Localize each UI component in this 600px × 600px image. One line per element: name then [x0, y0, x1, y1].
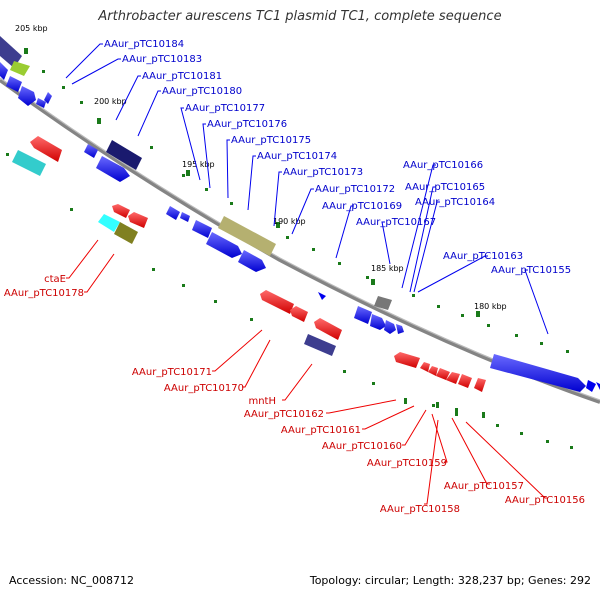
gene-feature-reverse[interactable] — [260, 290, 294, 314]
kbp-tick-label: 180 kbp — [474, 302, 507, 311]
gene-feature-forward[interactable] — [180, 212, 190, 222]
gene-feature-forward[interactable] — [36, 98, 46, 108]
kbp-tick-label: 190 kbp — [273, 217, 306, 226]
gene-label-reverse[interactable]: AAur_pTC10157 — [444, 481, 524, 492]
kbp-tick-label: 185 kbp — [371, 264, 404, 273]
gene-feature-forward[interactable] — [206, 232, 242, 258]
gene-label-reverse[interactable]: AAur_pTC10170 — [164, 383, 244, 394]
gene-feature-forward[interactable] — [218, 216, 276, 256]
gene-label-forward[interactable]: AAur_pTC10180 — [162, 86, 242, 97]
gene-feature-forward[interactable] — [370, 314, 386, 330]
gene-feature-reverse[interactable] — [314, 318, 342, 340]
gene-label-reverse[interactable]: mntH — [248, 396, 276, 407]
gene-label-reverse[interactable]: AAur_pTC10162 — [244, 409, 324, 420]
gene-label-forward[interactable]: AAur_pTC10155 — [491, 265, 571, 276]
kbp-major-ticks — [24, 48, 485, 418]
gene-feature-forward[interactable] — [166, 206, 180, 220]
backbone-arc-highlight — [0, 77, 600, 401]
gene-feature-reverse[interactable] — [114, 222, 138, 244]
gene-feature-forward[interactable] — [192, 220, 212, 238]
gene-feature-reverse[interactable] — [474, 378, 486, 392]
gene-label-reverse[interactable]: AAur_pTC10156 — [505, 495, 585, 506]
backbone-arc — [0, 78, 600, 404]
gene-feature-forward[interactable] — [84, 144, 98, 158]
sequence-stats-text: Topology: circular; Length: 328,237 bp; … — [309, 574, 591, 587]
gene-label-forward[interactable]: AAur_pTC10165 — [405, 182, 485, 193]
gene-label-forward[interactable]: AAur_pTC10177 — [185, 103, 265, 114]
gene-feature-forward[interactable] — [490, 354, 586, 392]
gene-feature-forward[interactable] — [396, 324, 404, 334]
gene-label-reverse[interactable]: AAur_pTC10160 — [322, 441, 402, 452]
gene-feature-forward[interactable] — [374, 296, 392, 310]
gene-feature-reverse[interactable] — [436, 368, 450, 380]
gene-feature-forward[interactable] — [10, 61, 30, 76]
reverse-label-leaders — [66, 239, 548, 505]
map-title: Arthrobacter aurescens TC1 plasmid TC1, … — [98, 9, 502, 24]
gene-feature-forward[interactable] — [96, 156, 130, 182]
gene-label-forward[interactable]: AAur_pTC10169 — [322, 201, 402, 212]
gene-feature-reverse[interactable] — [420, 362, 430, 372]
gene-feature-reverse[interactable] — [112, 204, 130, 218]
gene-label-forward[interactable]: AAur_pTC10172 — [315, 184, 395, 195]
gene-feature-forward[interactable] — [0, 36, 22, 68]
gene-label-reverse[interactable]: ctaE — [44, 274, 66, 285]
gene-label-reverse[interactable]: AAur_pTC10178 — [4, 288, 84, 299]
gene-feature-forward[interactable] — [238, 250, 266, 272]
gene-feature-forward[interactable] — [596, 382, 600, 390]
gene-label-reverse[interactable]: AAur_pTC10171 — [132, 367, 212, 378]
gene-feature-forward[interactable] — [354, 306, 372, 324]
gene-label-forward[interactable]: AAur_pTC10181 — [142, 71, 222, 82]
gene-label-reverse[interactable]: AAur_pTC10158 — [380, 504, 460, 515]
gene-feature-reverse[interactable] — [12, 150, 46, 176]
reverse-genes — [12, 136, 486, 392]
gene-label-forward[interactable]: AAur_pTC10175 — [231, 135, 311, 146]
gene-feature-reverse[interactable] — [446, 372, 460, 384]
gene-feature-forward[interactable] — [0, 62, 8, 80]
forward-genes — [0, 36, 600, 392]
gene-label-forward[interactable]: AAur_pTC10183 — [122, 54, 202, 65]
outer-tick-ring — [42, 70, 569, 353]
gene-label-forward[interactable]: AAur_pTC10184 — [104, 39, 184, 50]
gene-label-forward[interactable]: AAur_pTC10174 — [257, 151, 337, 162]
gene-label-forward[interactable]: AAur_pTC10167 — [356, 217, 436, 228]
gene-feature-forward[interactable] — [384, 320, 396, 334]
gene-feature-forward[interactable] — [106, 140, 142, 170]
gene-label-reverse[interactable]: AAur_pTC10159 — [367, 458, 447, 469]
kbp-tick-label: 195 kbp — [182, 160, 215, 169]
gene-feature-forward[interactable] — [318, 292, 326, 300]
gene-label-forward[interactable]: AAur_pTC10176 — [207, 119, 287, 130]
kbp-tick-label: 200 kbp — [94, 97, 127, 106]
gene-feature-reverse[interactable] — [30, 136, 62, 162]
gene-label-forward[interactable]: AAur_pTC10164 — [415, 197, 495, 208]
gene-label-forward[interactable]: AAur_pTC10163 — [443, 251, 523, 262]
accession-text: Accession: NC_008712 — [9, 574, 135, 587]
gene-feature-reverse[interactable] — [98, 214, 120, 232]
gene-feature-forward[interactable] — [586, 380, 596, 392]
gene-feature-reverse[interactable] — [290, 306, 308, 322]
gene-feature-reverse[interactable] — [304, 334, 336, 356]
gene-feature-reverse[interactable] — [394, 352, 420, 368]
gene-feature-reverse[interactable] — [128, 212, 148, 228]
gene-label-forward[interactable]: AAur_pTC10166 — [403, 160, 483, 171]
gene-label-reverse[interactable]: AAur_pTC10161 — [281, 425, 361, 436]
gene-feature-reverse[interactable] — [458, 374, 472, 388]
gene-label-forward[interactable]: AAur_pTC10173 — [283, 167, 363, 178]
gene-feature-reverse[interactable] — [428, 366, 438, 376]
kbp-tick-label: 205 kbp — [15, 24, 48, 33]
gene-feature-forward[interactable] — [44, 92, 52, 104]
gene-feature-forward[interactable] — [18, 86, 36, 106]
inner-tick-ring — [6, 153, 573, 449]
gene-feature-forward[interactable] — [6, 76, 22, 92]
forward-label-leaders — [65, 43, 549, 335]
